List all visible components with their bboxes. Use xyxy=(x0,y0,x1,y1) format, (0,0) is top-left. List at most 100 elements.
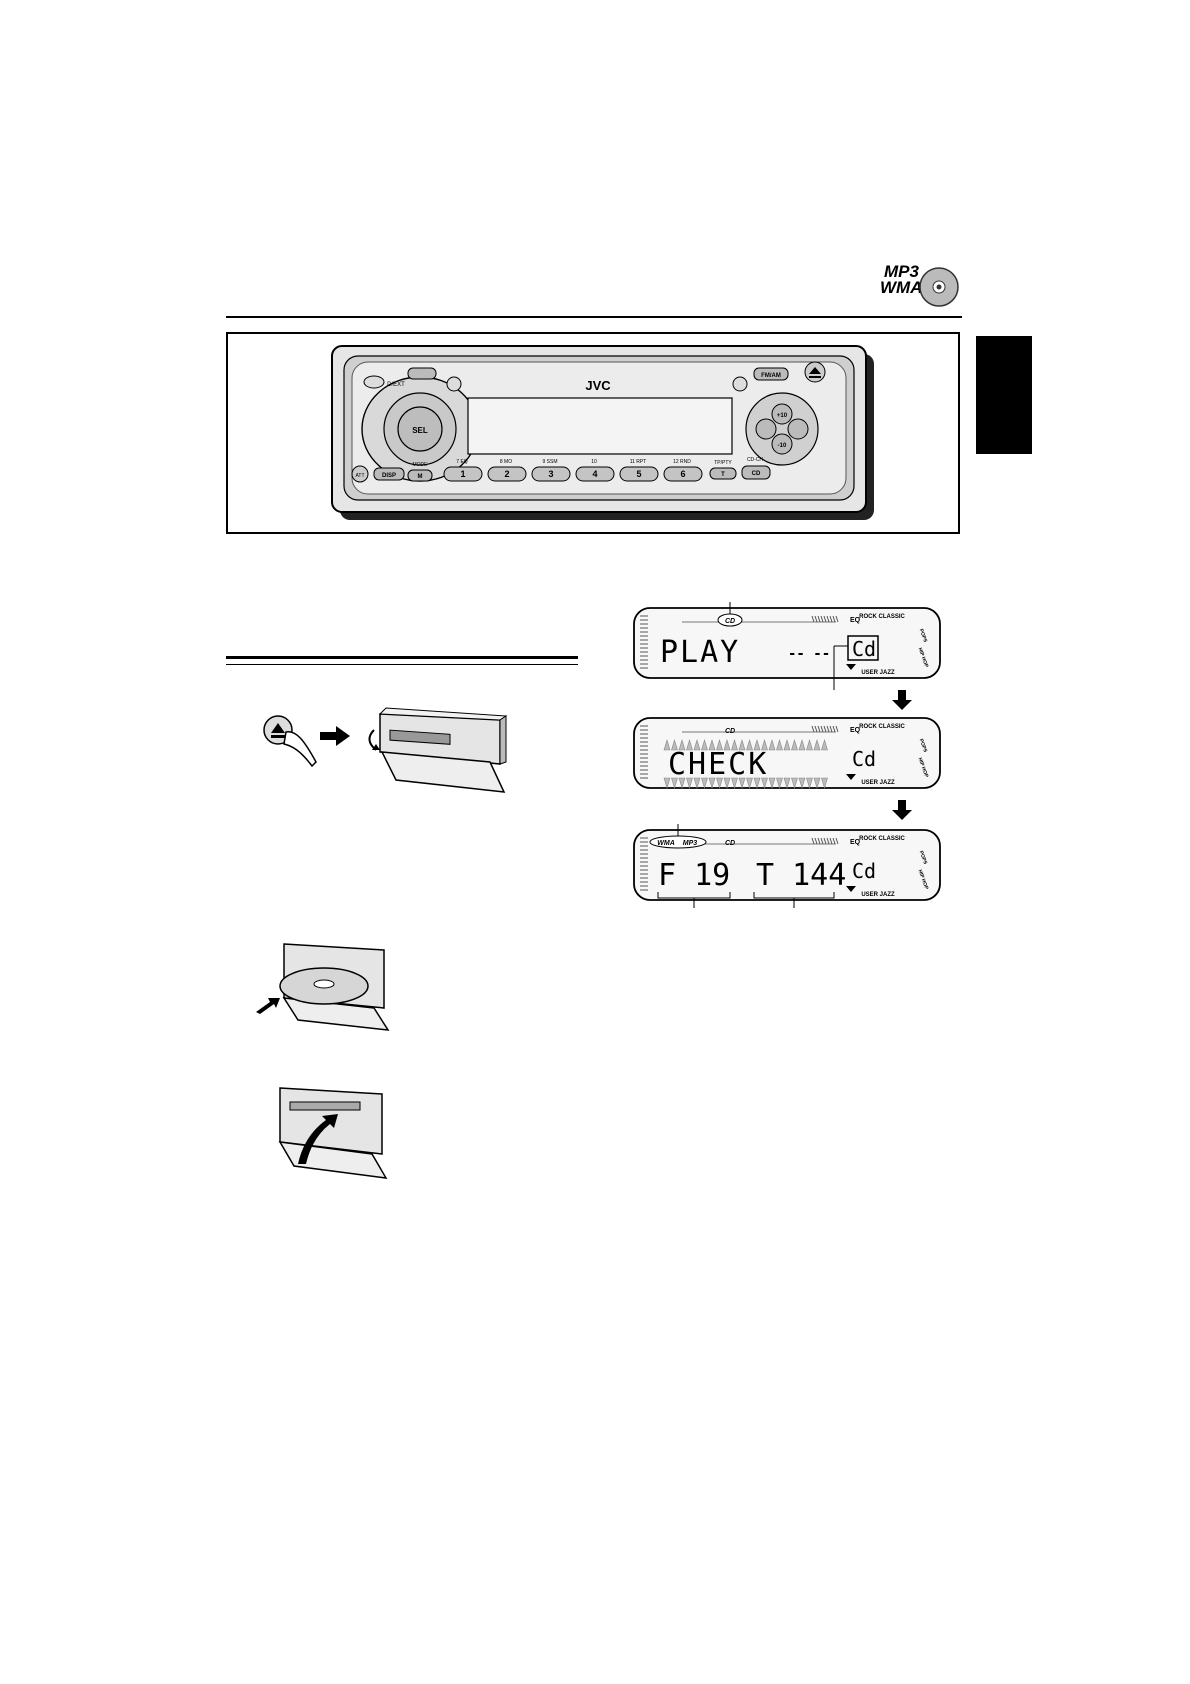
blink-spike xyxy=(686,777,693,790)
cd-indicator: CD xyxy=(725,728,735,735)
blink-spike xyxy=(723,738,731,751)
minus10-button[interactable]: -10 xyxy=(778,443,787,449)
sel-button[interactable]: SEL xyxy=(412,426,428,435)
bar-tick xyxy=(811,837,815,845)
lcd-source-indicator: Cd xyxy=(852,637,876,661)
bar-tick xyxy=(820,725,824,733)
bar-tick xyxy=(811,615,815,623)
blink-spike xyxy=(776,738,783,751)
car-stereo-illustration: SEL D/EXT JVC FM/AM +10 -10 ATT DISP MOD… xyxy=(331,345,874,520)
bar-tick xyxy=(811,725,815,733)
preset-button-6[interactable] xyxy=(663,466,703,482)
preset-button-label: 5 xyxy=(636,469,641,479)
cd-indicator: CD xyxy=(725,618,735,625)
preset-function-label: 7 EQ xyxy=(456,459,468,465)
blink-spike xyxy=(783,777,791,790)
bar-tick xyxy=(820,837,824,845)
blink-spike xyxy=(663,777,671,790)
blink-spike xyxy=(708,777,716,790)
bar-tick xyxy=(835,725,839,733)
blink-spike xyxy=(798,738,806,751)
blink-spike xyxy=(738,738,746,751)
preset-button-1[interactable] xyxy=(443,466,483,482)
lcd-source-indicator: Cd xyxy=(852,747,876,771)
preset-button-5[interactable] xyxy=(619,466,659,482)
blink-spike xyxy=(761,777,768,790)
eq-mark: EQ xyxy=(850,727,861,734)
eject-icon[interactable] xyxy=(809,367,821,378)
header-rule xyxy=(226,316,962,318)
bar-tick xyxy=(814,725,818,733)
tppty-label: TP/PTY xyxy=(714,460,732,466)
mode-rock-classic: ROCK CLASSIC xyxy=(859,836,905,842)
blink-spike xyxy=(716,738,723,751)
blink-spike xyxy=(768,777,776,790)
section-rule xyxy=(226,656,578,665)
bar-tick xyxy=(835,837,839,845)
mode-rock-classic: ROCK CLASSIC xyxy=(859,724,905,730)
eq-mark: EQ xyxy=(850,617,861,624)
blink-spike xyxy=(678,777,686,790)
blink-spike xyxy=(746,777,753,790)
lcd-frame xyxy=(633,829,941,901)
mode-pops: POPS xyxy=(918,738,929,754)
eject-icon xyxy=(271,723,285,738)
badge-wma-label: WMA xyxy=(880,278,923,297)
mode-pops: POPS xyxy=(918,850,929,866)
blink-spike xyxy=(746,738,753,751)
blink-spike xyxy=(813,777,821,790)
plus10-button[interactable]: +10 xyxy=(777,413,788,419)
att-button[interactable]: ATT xyxy=(355,473,364,479)
format-badge: MP3 WMA xyxy=(880,262,960,312)
lcd-main-text: CHECK xyxy=(668,747,768,782)
preset-function-label: 8 MO xyxy=(500,459,512,465)
bar-tick xyxy=(814,837,818,845)
screw-left-icon xyxy=(446,376,462,392)
bar-tick xyxy=(817,837,821,845)
blink-spike xyxy=(701,738,708,751)
arrow-insert-icon xyxy=(256,998,280,1014)
fmam-button[interactable]: FM/AM xyxy=(761,373,781,379)
arrow-right-icon xyxy=(320,726,350,746)
disp-button[interactable]: DISP xyxy=(382,473,396,479)
ext-label: D/EXT xyxy=(387,382,405,388)
control-panel-frame xyxy=(226,332,960,534)
t-button[interactable]: T xyxy=(721,472,725,478)
blink-spike xyxy=(791,738,798,751)
cd-button[interactable]: CD xyxy=(752,471,761,477)
preset-button-3[interactable] xyxy=(531,466,571,482)
blink-spike xyxy=(798,777,806,790)
mode-user-jazz: USER JAZZ xyxy=(861,892,895,898)
preset-button-label: 2 xyxy=(504,469,509,479)
preset-button-4[interactable] xyxy=(575,466,615,482)
folder-number: F 19 xyxy=(658,858,730,893)
blink-spike xyxy=(716,777,723,790)
bar-tick xyxy=(823,837,827,845)
blink-spike xyxy=(731,777,738,790)
blink-burst xyxy=(663,738,828,790)
disc-icon xyxy=(919,267,959,307)
blink-spike xyxy=(693,738,701,751)
finger-icon xyxy=(283,731,317,768)
preset-function-label: 12 RND xyxy=(673,459,691,465)
bar-tick xyxy=(823,615,827,623)
bar-tick xyxy=(820,615,824,623)
triangle-down-icon xyxy=(846,886,856,892)
bar-tick xyxy=(829,837,833,845)
section-tab xyxy=(976,336,1032,454)
preset-button-2[interactable] xyxy=(487,466,527,482)
blink-spike xyxy=(753,738,761,751)
step2-insert-disc-illustration xyxy=(256,943,390,1031)
mode-label: MODE xyxy=(413,462,429,468)
mode-button[interactable]: M xyxy=(418,474,423,480)
blink-spike xyxy=(708,738,716,751)
arrow-down-icon xyxy=(892,800,912,820)
lcd-source-indicator: Cd xyxy=(852,859,876,883)
bar-tick xyxy=(829,615,833,623)
eq-mark: EQ xyxy=(850,839,861,846)
preset-button-label: 3 xyxy=(548,469,553,479)
preset-button-label: 6 xyxy=(680,469,685,479)
